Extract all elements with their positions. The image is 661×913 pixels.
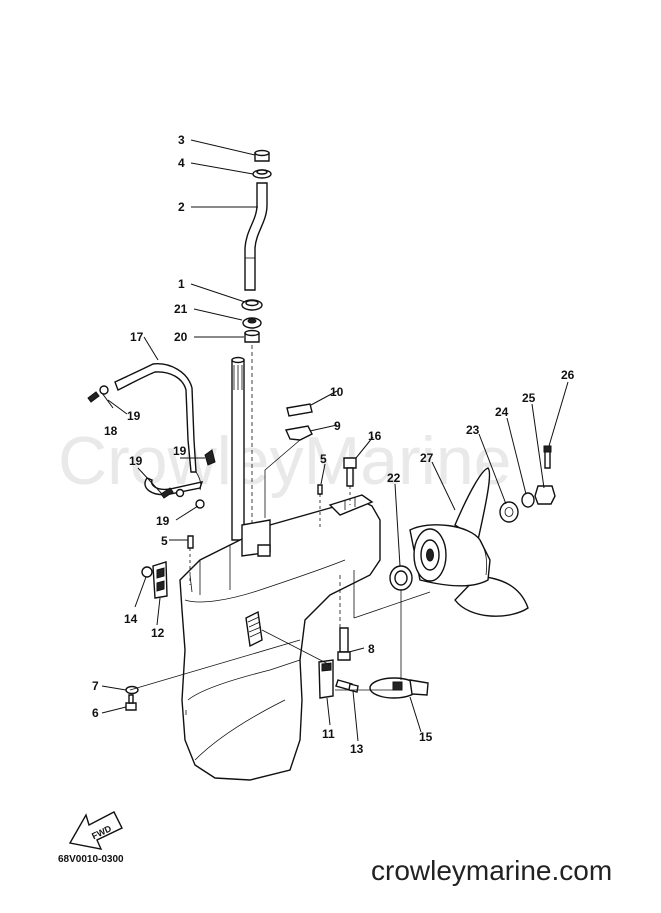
- site-url[interactable]: crowleymarine.com: [371, 855, 612, 886]
- callout-16: 16: [368, 429, 382, 443]
- guide-lines: [129, 570, 431, 691]
- callout-25: 25: [522, 391, 536, 405]
- callout-19-left: 19: [127, 409, 141, 423]
- callout-1: 1: [178, 277, 185, 291]
- callout-7: 7: [92, 679, 99, 693]
- callout-18: 18: [104, 424, 118, 438]
- watermark-text: CrowleyMarine: [58, 423, 511, 499]
- callout-5-lower: 5: [161, 534, 168, 548]
- callout-9: 9: [334, 419, 341, 433]
- callout-21: 21: [174, 302, 188, 316]
- callout-27: 27: [420, 451, 434, 465]
- callout-19-lower: 19: [156, 514, 170, 528]
- callout-22: 22: [387, 471, 401, 485]
- callout-11: 11: [322, 727, 335, 741]
- callout-3: 3: [178, 133, 185, 147]
- propeller: [409, 467, 529, 617]
- callout-2: 2: [178, 200, 185, 214]
- callout-12: 12: [151, 626, 165, 640]
- forward-arrow-icon: FWD: [68, 811, 123, 850]
- callout-15: 15: [419, 730, 433, 744]
- small-parts: [125, 403, 556, 711]
- callout-4: 4: [178, 156, 185, 170]
- callout-6: 6: [92, 706, 99, 720]
- callout-20: 20: [174, 330, 188, 344]
- callout-19-middle: 19: [129, 454, 143, 468]
- callout-26: 26: [561, 368, 575, 382]
- callout-19-upper-right: 19: [173, 444, 187, 458]
- callout-5-upper: 5: [320, 452, 327, 466]
- water-tube-assembly: [241, 149, 272, 525]
- callout-8: 8: [368, 642, 375, 656]
- drawing-code: 68V0010-0300: [58, 854, 124, 865]
- lower-unit-housing: [179, 494, 381, 781]
- callout-13: 13: [350, 742, 364, 756]
- callout-17: 17: [130, 330, 144, 344]
- callout-24: 24: [495, 405, 509, 419]
- callout-labels: 3 4 2 1 21 20 17 10 9 16 5 19 18 19 19 1…: [92, 133, 575, 756]
- leader-lines: [101, 139, 569, 742]
- callout-23: 23: [466, 423, 480, 437]
- drive-shaft: [231, 356, 245, 541]
- callout-14: 14: [124, 612, 138, 626]
- callout-10: 10: [330, 385, 344, 399]
